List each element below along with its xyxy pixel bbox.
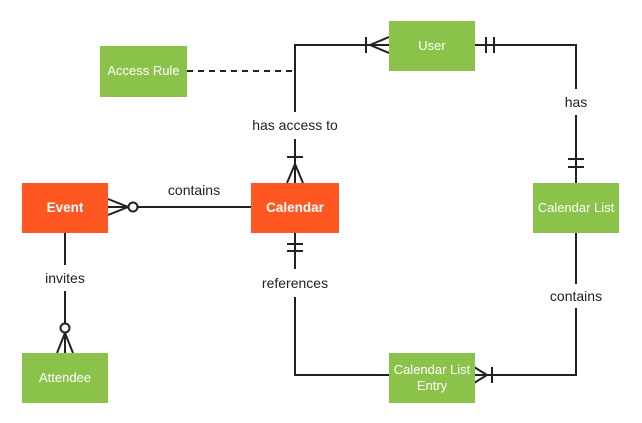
entity-user: User bbox=[389, 21, 475, 71]
crowsfoot-zero-or-many-marker bbox=[56, 322, 74, 354]
entity-calendar-list: Calendar List bbox=[533, 183, 619, 233]
entity-user-label: User bbox=[418, 37, 446, 53]
exactly-one-marker bbox=[287, 243, 303, 252]
entity-event-label: Event bbox=[46, 199, 84, 215]
connector-calendar-list-calendar-list-entry bbox=[473, 233, 577, 384]
entity-attendee-label: Attendee bbox=[38, 369, 92, 385]
crowsfoot-one-or-many-marker bbox=[286, 156, 304, 184]
entity-access-rule: Access Rule bbox=[100, 46, 187, 97]
crowsfoot-one-or-many-marker bbox=[365, 36, 390, 54]
entity-calendar-list-entry-label: Calendar List Entry bbox=[393, 361, 471, 393]
entity-calendar-label: Calendar bbox=[266, 199, 324, 215]
relationship-label-has-access-to: has access to bbox=[250, 117, 340, 133]
relationship-label-contains-list-entry: contains bbox=[547, 288, 605, 304]
crowsfoot-one-or-many-marker bbox=[473, 366, 493, 384]
entity-attendee: Attendee bbox=[22, 353, 108, 403]
entity-access-rule-label: Access Rule bbox=[107, 63, 180, 79]
entity-calendar-list-label: Calendar List bbox=[537, 199, 615, 215]
relationship-label-has: has bbox=[562, 94, 590, 110]
entity-calendar: Calendar bbox=[251, 183, 339, 233]
connector-event-attendee bbox=[56, 233, 74, 354]
connector-calendar-calendar-list-entry bbox=[287, 233, 389, 376]
exactly-one-marker bbox=[568, 158, 584, 168]
crowsfoot-zero-or-many-marker bbox=[107, 198, 139, 216]
connector-user-calendar-list bbox=[474, 37, 584, 183]
relationship-label-references: references bbox=[259, 275, 331, 291]
connector-user-calendar bbox=[286, 36, 390, 184]
relationship-label-invites: invites bbox=[43, 270, 87, 286]
connector-event-calendar bbox=[107, 198, 251, 216]
exactly-one-marker bbox=[485, 37, 495, 53]
entity-event: Event bbox=[22, 183, 108, 233]
relationship-label-contains-event-calendar: contains bbox=[165, 182, 223, 198]
entity-calendar-list-entry: Calendar List Entry bbox=[389, 353, 475, 403]
